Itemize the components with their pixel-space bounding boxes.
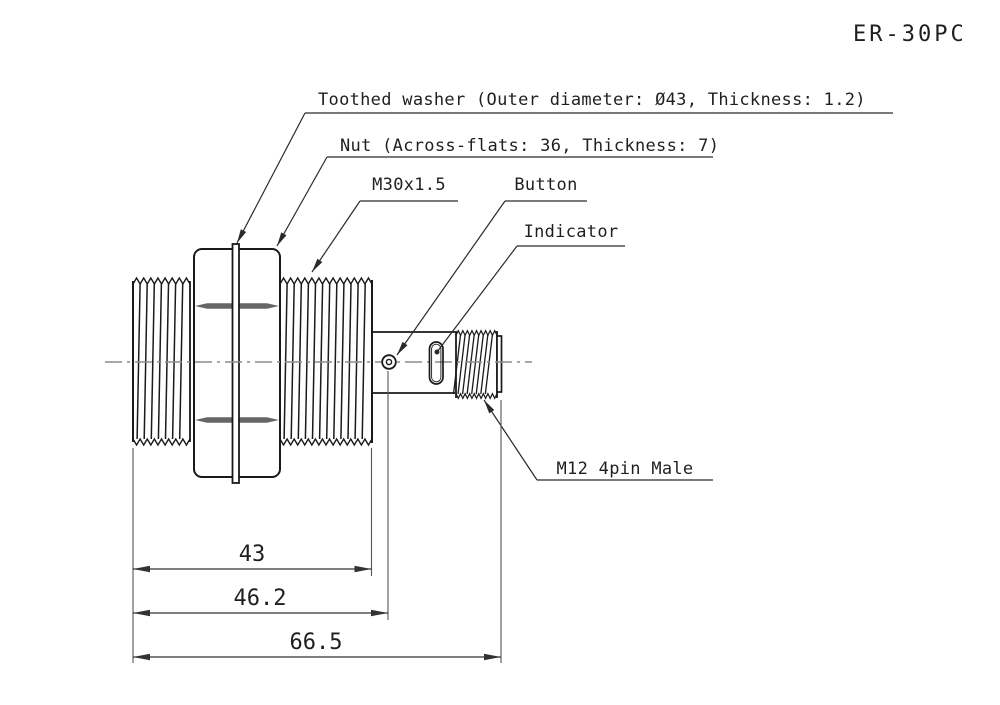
dimension-to-button: 46.2: [233, 586, 287, 611]
toothed-washer-part: [231, 243, 240, 484]
dimension-overall-length: 66.5: [289, 630, 343, 655]
leader-indicator: [434, 245, 625, 355]
front-features: [381, 341, 444, 385]
callout-nut: Nut (Across-flats: 36, Thickness: 7): [340, 136, 720, 156]
leader-button: [396, 200, 587, 356]
button-part: [381, 354, 397, 370]
dim-line-46-2: [133, 609, 388, 617]
connector-endcap: [496, 335, 503, 393]
callout-thread-spec: M30x1.5: [372, 175, 446, 195]
callout-connector: M12 4pin Male: [556, 459, 694, 479]
callout-indicator: Indicator: [523, 222, 619, 242]
m12-thread: [452, 329, 498, 400]
callout-button: Button: [514, 175, 578, 195]
drawing-title: ER-30PC: [853, 22, 967, 47]
leader-nut: [276, 156, 713, 247]
callout-leaders: [236, 112, 893, 481]
leader-thread-spec: [311, 200, 458, 273]
extension-lines: [132, 371, 502, 663]
leader-connector: [483, 399, 713, 481]
dimension-lines: [132, 371, 502, 663]
sensor-body: [132, 243, 503, 484]
leader-toothed-washer: [236, 112, 893, 244]
callout-toothed-washer: Toothed washer (Outer diameter: Ø43, Thi…: [318, 90, 866, 110]
dimension-thread-length: 43: [238, 542, 266, 567]
indicator-part: [428, 341, 444, 385]
dim-line-43: [133, 565, 372, 573]
dim-line-66-5: [133, 653, 501, 661]
